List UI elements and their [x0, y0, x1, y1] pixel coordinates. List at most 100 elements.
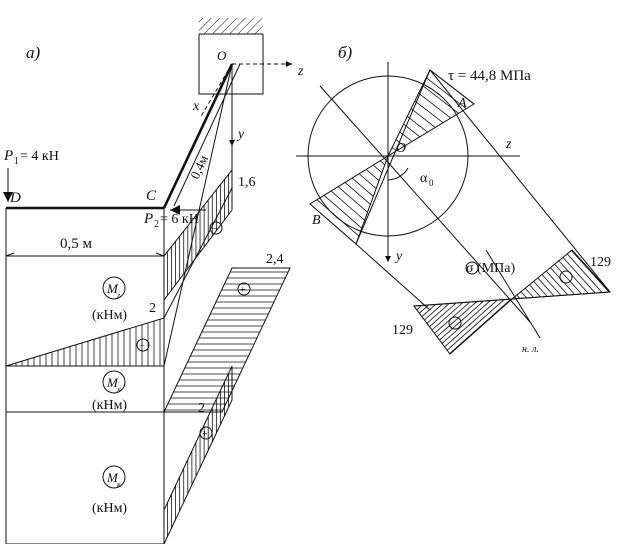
hatch-line [309, 203, 357, 245]
hatch-line [434, 301, 471, 334]
sign-mk: + [202, 429, 208, 440]
hatch-line [444, 299, 498, 348]
mx-diagram [6, 267, 291, 413]
hatch-line [379, 160, 386, 166]
axis-z-a-label: z [297, 64, 304, 79]
load-p2-symbol: P [143, 211, 153, 227]
mk-circle [102, 465, 126, 489]
hatch-line [419, 304, 429, 314]
mz-unit: (кНм) [92, 308, 127, 323]
sign-mz-oc: − [212, 224, 218, 235]
hatch-line [429, 69, 475, 105]
hatch-line [562, 257, 596, 294]
hatch-line [550, 267, 576, 295]
point-d-label: D [9, 190, 21, 206]
hatch-line [554, 263, 582, 295]
hatch-line [372, 164, 383, 174]
hatch-line [566, 253, 603, 293]
hatch-line [558, 260, 589, 294]
mz-sub: z [116, 291, 121, 300]
hatch-line [537, 277, 555, 297]
hatch-line [410, 108, 436, 128]
mz-circle [102, 276, 126, 300]
hatch-line [429, 302, 457, 327]
hatch-line [337, 186, 368, 213]
hatch-line [533, 281, 548, 297]
hatch-line [365, 169, 380, 181]
hatch-line [571, 250, 610, 293]
hatch-line [391, 147, 397, 152]
alpha-sub: 0 [429, 178, 434, 188]
hatch-line [431, 302, 464, 331]
origin-a-label: O [217, 48, 227, 63]
alpha-arc [387, 167, 409, 181]
mx-unit: (кНм) [92, 398, 127, 413]
hatch-line [421, 304, 436, 317]
point-b-label: B [312, 213, 321, 228]
wall-hatch [199, 18, 263, 34]
part-b-section [296, 62, 612, 355]
mk-unit: (кНм) [92, 501, 127, 516]
value-2-4: 2,4 [266, 252, 284, 267]
hatch-line [425, 77, 467, 109]
mk-diagram [6, 365, 233, 544]
hatch-line [358, 173, 377, 189]
load-p1-symbol: P [3, 148, 13, 164]
hatch-line [422, 85, 459, 114]
mk-symbol: M [106, 470, 119, 485]
hatch-line [529, 284, 541, 298]
axis-y-a-label: y [236, 127, 245, 142]
hatch-line [414, 100, 444, 124]
value-2-mz: 2 [149, 301, 156, 316]
hatch-line [344, 182, 371, 205]
hatch-line [351, 177, 374, 197]
point-a-label: A [457, 96, 467, 111]
part-b-label: б) [338, 43, 353, 62]
hatch-line [403, 123, 421, 138]
value-2-mk: 2 [198, 401, 205, 416]
hatch-line [416, 305, 423, 311]
neutral-line [485, 249, 541, 339]
mx-symbol: M [106, 375, 119, 390]
hatch-line [541, 274, 562, 296]
hatch-line [316, 199, 360, 237]
axis-z-b-label: z [505, 137, 512, 152]
hatch-line [449, 298, 512, 354]
value-129-left: 129 [392, 323, 413, 338]
neutral-line-label: н. л. [522, 344, 539, 355]
hatch-line [524, 287, 534, 298]
hatch-line [545, 270, 569, 296]
hatch-line [399, 131, 413, 142]
hatch-line [424, 303, 443, 321]
load-p2-value: = 6 кН [160, 212, 199, 227]
value-129-right: 129 [590, 255, 611, 270]
load-p1-sub: 1 [14, 156, 19, 167]
alpha-symbol: α [420, 171, 428, 186]
hatch-line [441, 300, 491, 344]
hatch-line [426, 303, 450, 324]
len-dc-label: 0,5 м [60, 236, 93, 252]
line-ab [355, 69, 431, 245]
hatch-line [436, 301, 477, 338]
beam-oc [162, 63, 234, 209]
value-1-6: 1,6 [238, 175, 256, 190]
load-p2-sub: 2 [154, 219, 159, 230]
hatch-line [330, 190, 365, 221]
hatch-line [516, 294, 521, 299]
hatch-line [418, 92, 452, 119]
hatch-line [407, 116, 428, 133]
sigma-label: σ (МПа) [466, 261, 515, 276]
len-oc-label: 0,4м [187, 153, 211, 182]
part-a-frame [3, 18, 292, 544]
tau-label: τ = 44,8 МПа [448, 68, 531, 84]
axis-y-b-label: y [394, 249, 403, 264]
hatch-line [439, 300, 484, 341]
mx-circle [102, 370, 126, 394]
sign-mz: − [139, 341, 145, 352]
origin-b-label: O [396, 141, 406, 156]
hatch-line [323, 195, 363, 229]
hatch-line [395, 139, 405, 147]
mx-sub: x [116, 385, 121, 394]
